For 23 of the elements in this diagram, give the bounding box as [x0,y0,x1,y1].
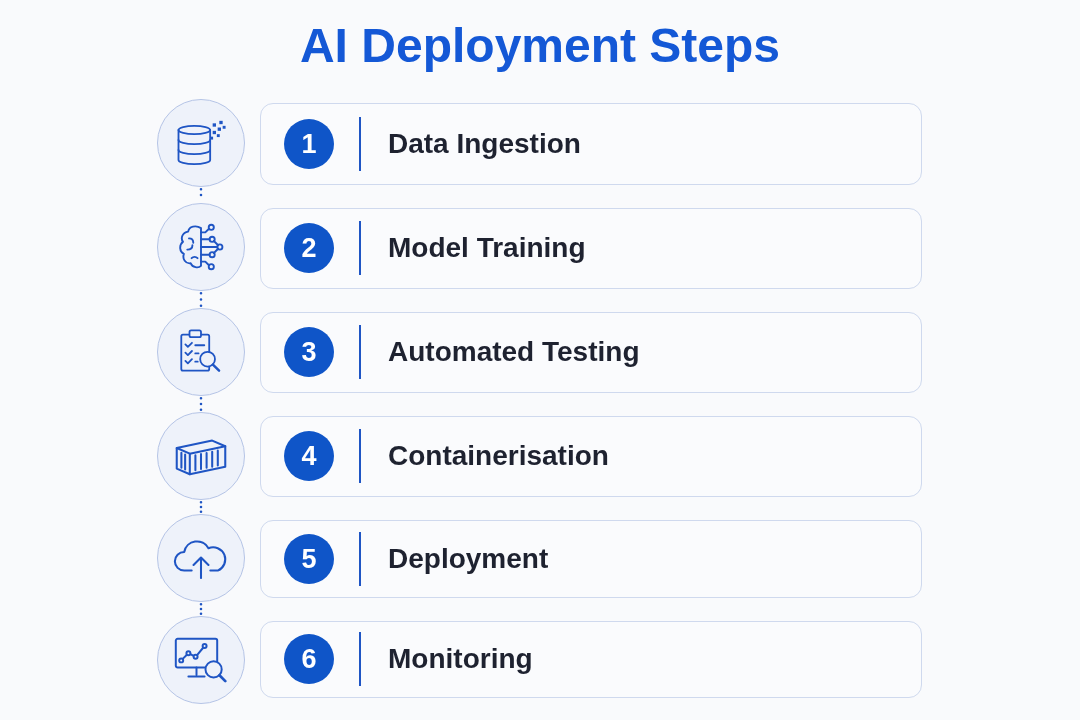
step-number-badge: 4 [284,431,334,481]
step-card [260,520,922,598]
step-card [260,416,922,497]
title: AI Deployment Steps [299,18,781,74]
step-card [260,312,922,393]
step-card [260,208,922,289]
step-label: Containerisation [388,439,609,473]
step-card [260,103,922,185]
step-card [260,621,922,698]
step-number-badge: 3 [284,327,334,377]
step-label: Deployment [388,541,549,576]
step-label: Monitoring [388,642,533,676]
step-number-badge: 5 [284,533,334,584]
dotted-connector [199,292,203,307]
dotted-connector [199,603,203,615]
dotted-connector [199,397,203,411]
step-label: Data Ingestion [388,126,581,161]
step-label: Automated Testing [388,335,640,369]
step-number-badge: 1 [284,118,334,169]
step-label: Model Training [388,231,586,265]
step-number-badge: 6 [284,634,334,684]
step-number-badge: 2 [284,223,334,273]
dotted-connector [199,501,203,513]
